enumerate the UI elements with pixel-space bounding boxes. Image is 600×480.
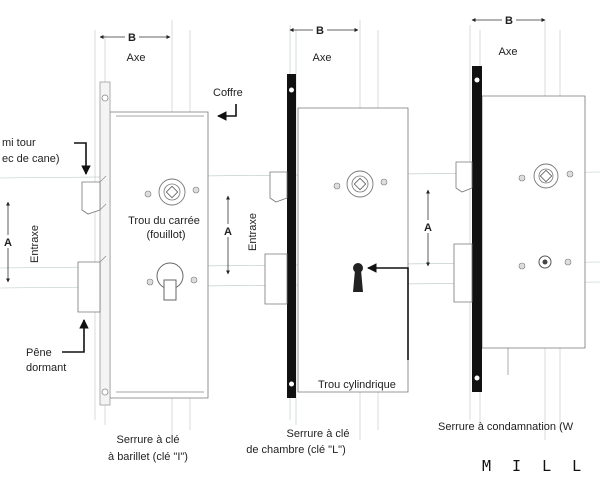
deadbolt-2 [264,253,288,305]
coffre-label: Coffre [213,87,243,99]
trou-carree-label-line1: Trou du carrée [128,215,200,227]
dimension-a-label-1: A [4,237,12,249]
faceplate [99,81,111,406]
entraxe-label-2: Entraxe [247,213,259,251]
pene-label-line2: dormant [26,362,66,374]
spindle-hole [144,178,200,206]
dimension-a-label-3: A [424,222,432,234]
faceplate-2 [287,74,296,398]
dimension-a-2: A [221,195,235,275]
dimension-a-label-2: A [224,226,232,238]
trou-cylindrique-arrow [367,263,409,360]
latch-bolt-2 [269,171,288,203]
caption-barillet-line2: à barillet (clé "I") [108,451,188,463]
dimension-b-label-2: B [316,25,324,37]
lock-case-2 [297,107,409,393]
pene-arrow [62,319,89,353]
lock-case [109,111,209,399]
dimension-b-3: B [471,13,546,27]
latch-bolt-3 [455,161,473,193]
spindle-hole-3 [518,163,574,189]
faceplate-3 [472,66,482,392]
dimension-b-label-3: B [505,15,513,27]
pene-label-line1: Pêne [26,347,52,359]
lock-condamnation [453,20,586,440]
lock-barillet [0,20,600,440]
brand-logo-text: M I L L - [482,457,600,475]
spindle-hole-2 [333,170,388,198]
deadbolt [77,261,101,313]
dimension-a-3: A [421,189,435,267]
caption-chambre-line2: de chambre (clé "L") [246,444,346,456]
deadbolt-3 [453,243,473,303]
trou-carree-label-line2: (fouillot) [146,229,185,241]
dimension-b-label-1: B [128,32,136,44]
dimension-b-1: B [99,30,171,44]
entraxe-label-1: Entraxe [29,225,41,263]
condemnation-hole [518,255,572,270]
dimension-a-1: A [1,201,15,283]
caption-barillet-line1: Serrure à clé [117,434,180,446]
lock-case-3 [481,95,586,349]
caption-condamnation: Serrure à condamnation (W [438,421,574,433]
coffre-arrow [217,104,237,121]
latch-bolt [81,181,101,215]
euro-cylinder-hole [146,262,198,301]
demi-tour-label-line1: mi tour [2,137,36,149]
demi-tour-label-line2: ec de cane) [2,153,59,165]
caption-chambre-line1: Serrure à clé [287,428,350,440]
axe-label-2: Axe [313,52,332,64]
axe-label-3: Axe [499,46,518,58]
lock-chambre [264,20,409,440]
dimension-b-2: B [289,23,359,37]
axe-label-1: Axe [127,52,146,64]
keyhole [353,263,363,292]
demi-tour-arrow [74,142,91,175]
trou-cylindrique-label: Trou cylindrique [318,379,396,391]
